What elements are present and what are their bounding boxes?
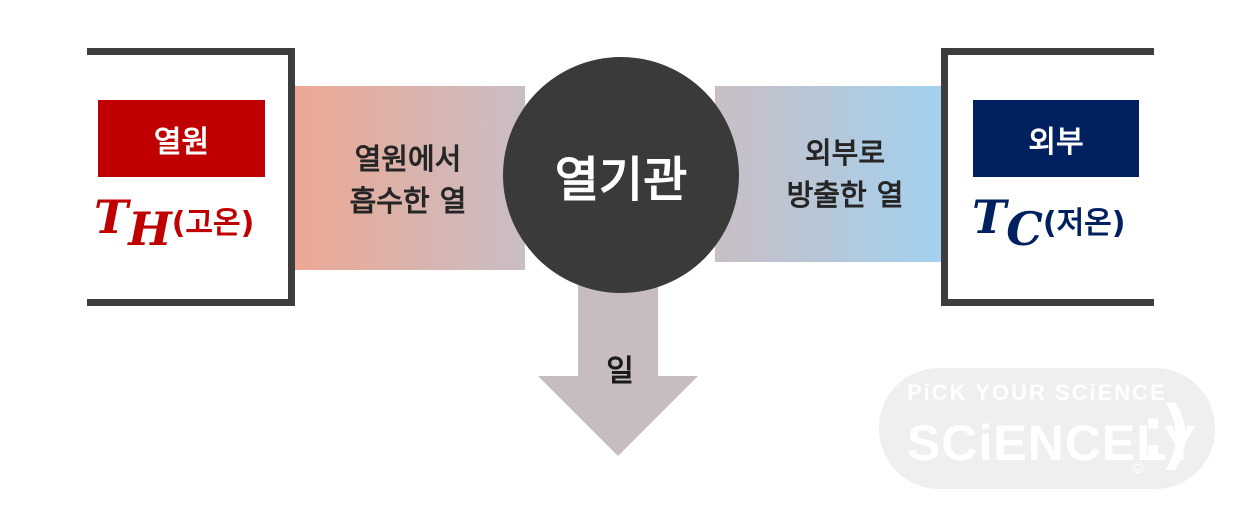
cold-reservoir-label-text: 외부 [1028, 124, 1084, 160]
cold-temp-symbol: T [972, 190, 1007, 244]
heat-engine-circle: 열기관 [503, 57, 739, 293]
cold-reservoir-label: 외부 [973, 100, 1139, 177]
watermark-brand: SCiENCELY [907, 415, 1198, 471]
hot-reservoir-label-text: 열원 [153, 124, 210, 160]
heat-out-line2: 방출한 열 [786, 178, 904, 212]
heat-in-band [295, 86, 525, 270]
watermark-copyright: © [1132, 460, 1144, 477]
watermark-tagline: PiCK YOUR SCiENCE [907, 380, 1167, 405]
work-label: 일 [606, 354, 634, 389]
cold-reservoir-bracket [941, 48, 1154, 306]
heat-in-line2: 흡수한 열 [349, 184, 467, 218]
hot-reservoir-label: 열원 [98, 100, 265, 177]
heat-in-label: 열원에서 흡수한 열 [318, 138, 498, 222]
sciencely-watermark: PiCK YOUR SCiENCE SCiENCELY :) © [879, 368, 1215, 489]
heat-out-line1: 외부로 [804, 136, 886, 170]
heat-engine-label: 열기관 [554, 152, 688, 208]
heat-out-band [715, 86, 942, 262]
watermark-smile: :) [1141, 391, 1189, 471]
cold-temp-subscript: C [1006, 202, 1043, 256]
hot-temp-desc: (고온) [171, 206, 255, 241]
hot-reservoir-bracket [87, 48, 295, 306]
cold-temp-desc: (저온) [1042, 206, 1126, 241]
cold-temperature: TC(저온) [972, 190, 1125, 256]
hot-temperature: TH(고온) [94, 190, 254, 256]
hot-temp-subscript: H [128, 202, 172, 256]
heat-out-label: 외부로 방출한 열 [755, 132, 935, 216]
heat-in-line1: 열원에서 [354, 142, 462, 176]
work-arrow [538, 280, 698, 456]
hot-temp-symbol: T [94, 190, 129, 244]
